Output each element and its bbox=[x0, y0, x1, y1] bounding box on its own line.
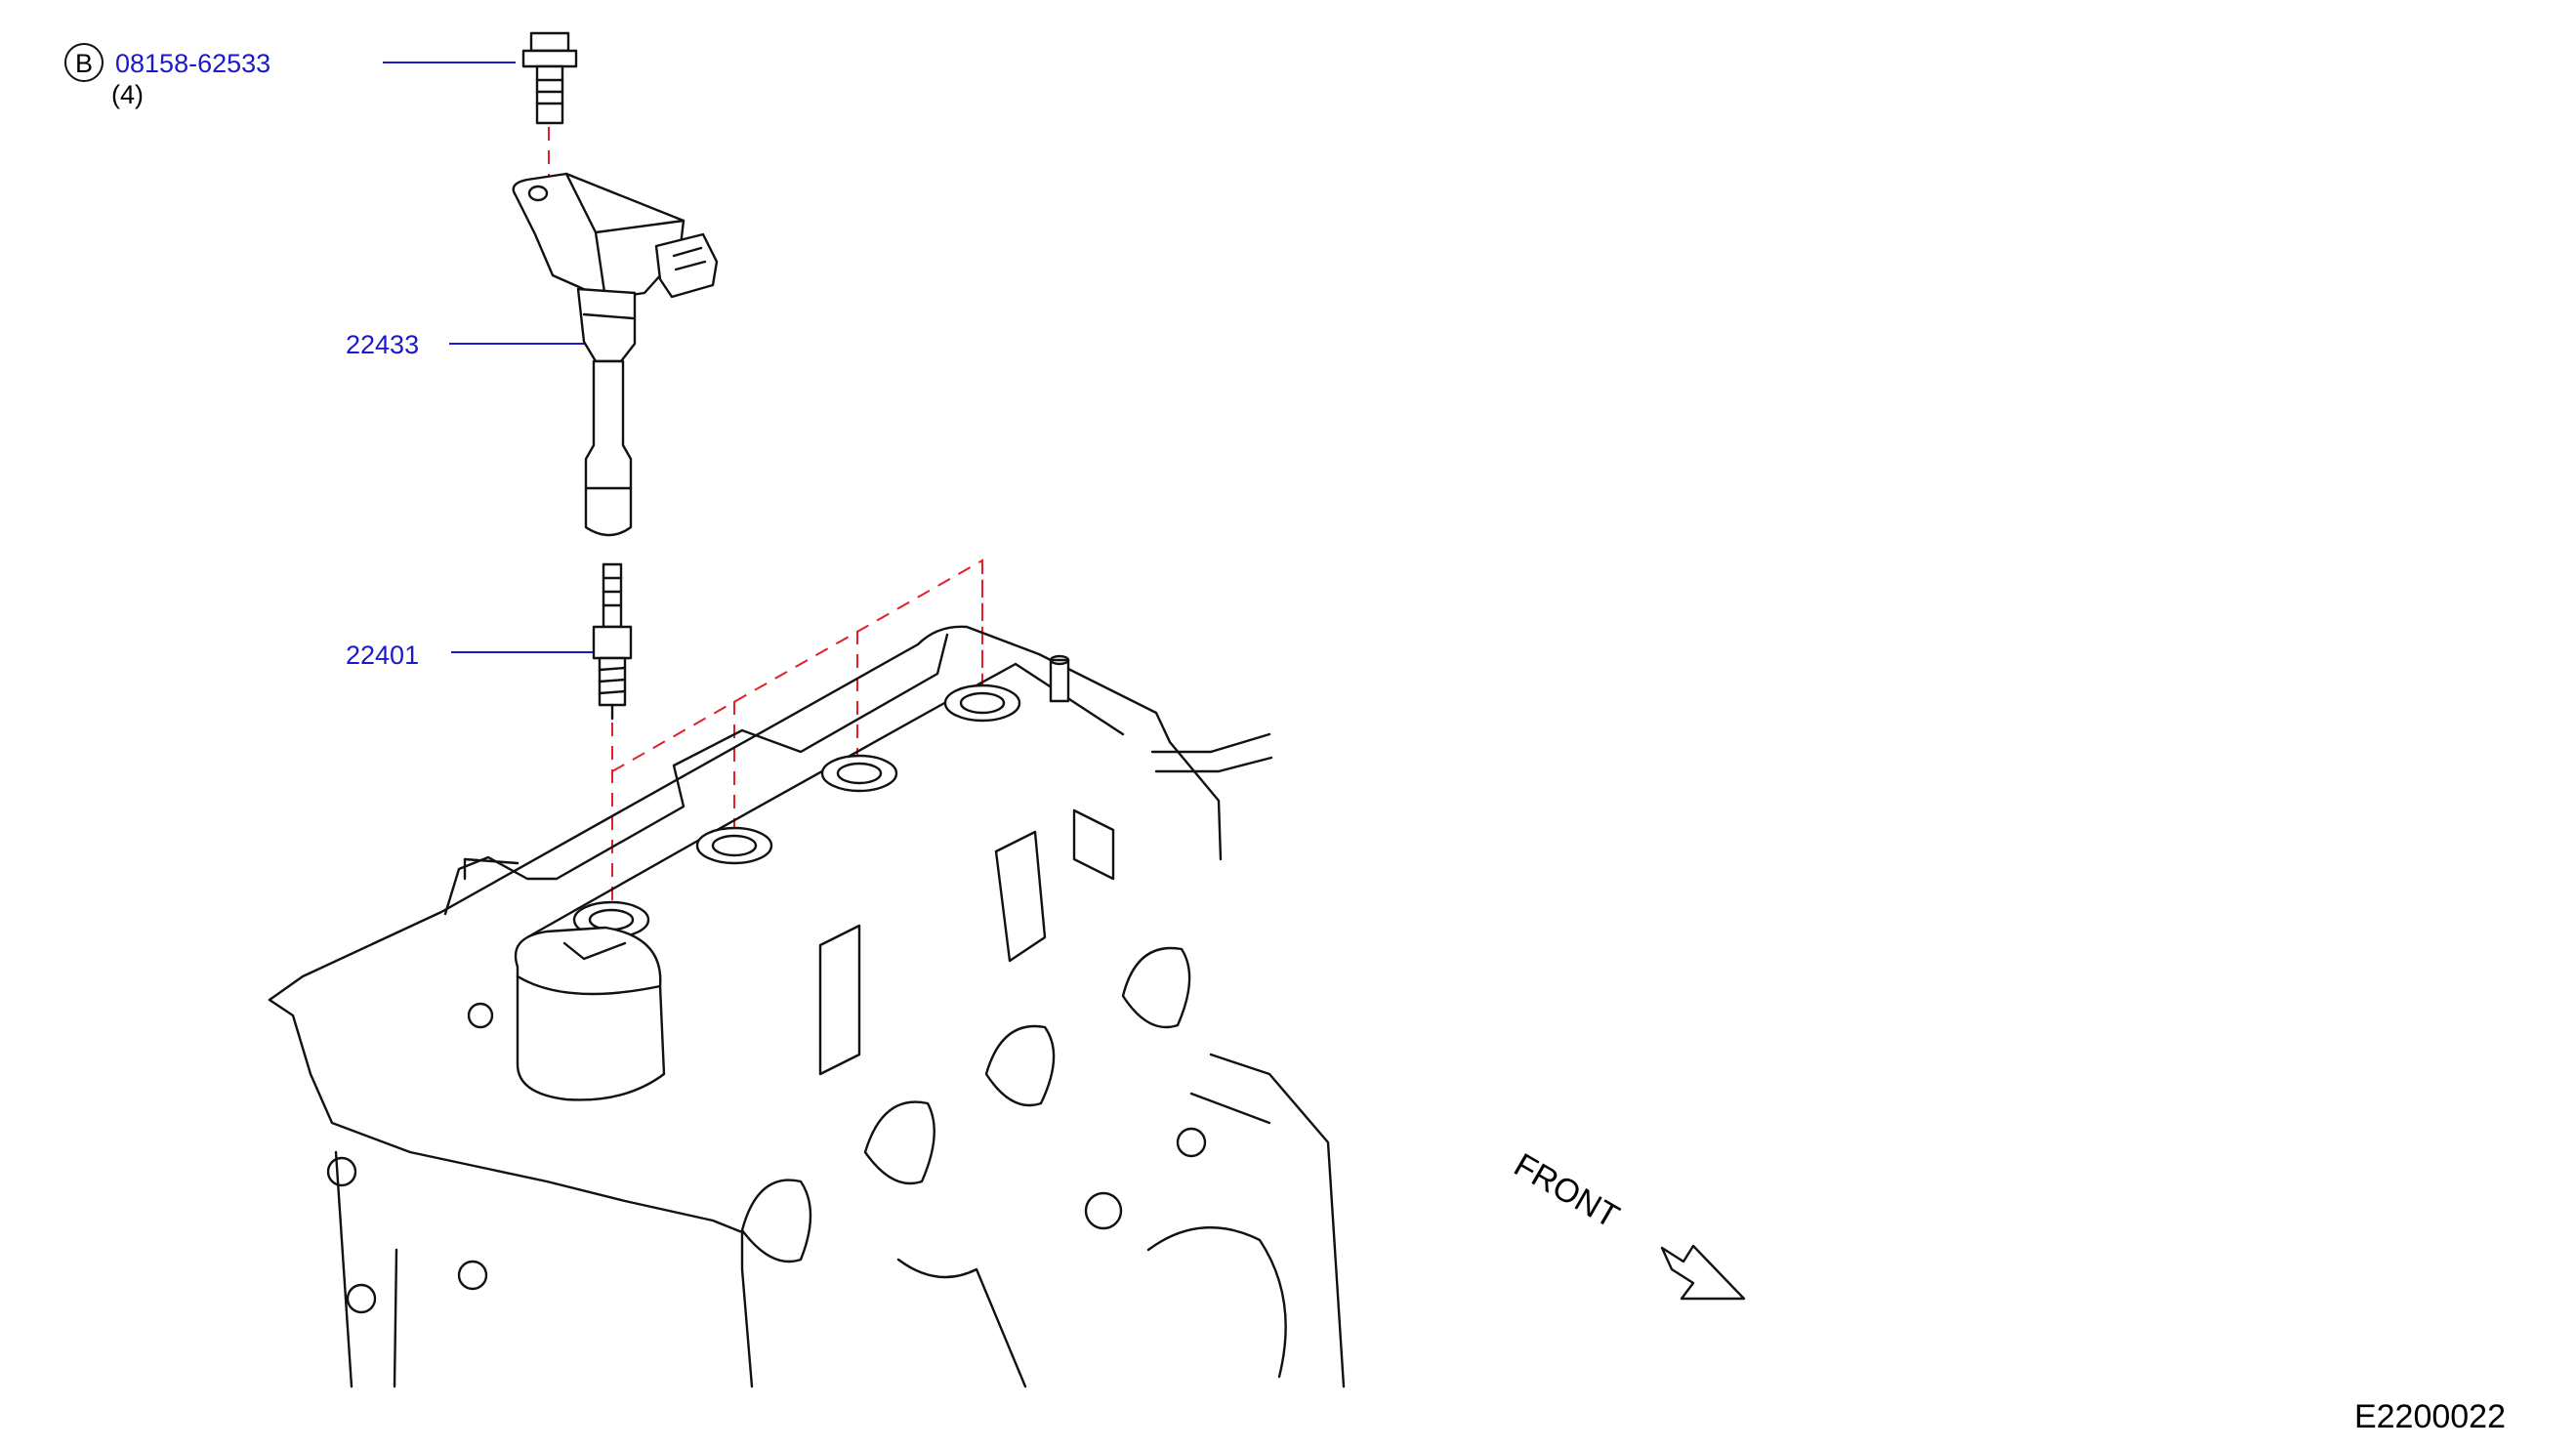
engine-cylinder-head-drawing bbox=[268, 625, 1346, 1388]
bolt-drawing bbox=[521, 31, 578, 125]
front-label: FRONT bbox=[1508, 1146, 1625, 1235]
ref-letter-circle bbox=[64, 43, 104, 82]
spark-plug-part-number-link[interactable]: 22401 bbox=[346, 641, 419, 670]
illustration-code: E2200022 bbox=[2354, 1398, 2506, 1435]
bolt-quantity: (4) bbox=[111, 80, 144, 109]
front-direction-indicator: FRONT bbox=[1508, 1146, 1746, 1301]
front-arrow-icon bbox=[1660, 1244, 1746, 1301]
spark-plug-holes bbox=[572, 683, 1021, 939]
callout-spark-plug: 22401 bbox=[346, 641, 598, 670]
ignition-coil-part-number-link[interactable]: 22433 bbox=[346, 330, 419, 359]
callout-bolt: B 08158-62533 (4) bbox=[64, 43, 516, 109]
ref-letter: B bbox=[75, 49, 93, 78]
spark-plug-drawing bbox=[592, 562, 633, 721]
spark-plug-guide-lines bbox=[611, 559, 983, 908]
ignition-coil-drawing bbox=[512, 172, 719, 537]
bolt-part-number-link[interactable]: 08158-62533 bbox=[115, 49, 270, 78]
callout-ignition-coil: 22433 bbox=[346, 330, 586, 359]
intake-ports bbox=[740, 946, 1191, 1263]
